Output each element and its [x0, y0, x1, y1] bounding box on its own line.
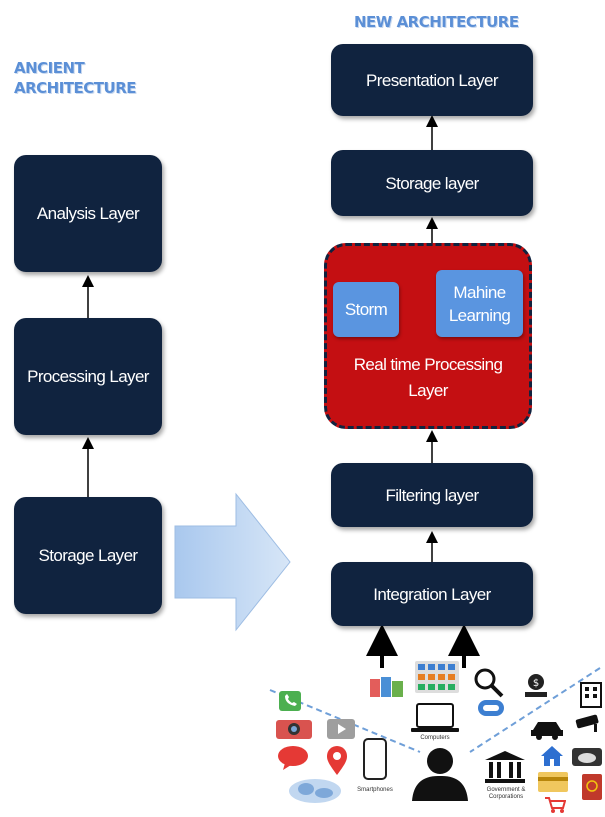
layer-label: Presentation Layer	[366, 70, 499, 90]
layer-label: Analysis Layer	[36, 204, 140, 223]
world-map-icon	[289, 779, 341, 803]
camera-icon	[276, 720, 312, 739]
svg-text:$: $	[533, 678, 539, 689]
storm-label: Storm	[344, 300, 388, 319]
ancient-storage-layer: Storage Layer	[14, 497, 162, 614]
government-caption-line1: Government &	[486, 787, 526, 793]
smartphone-icon	[363, 738, 387, 780]
machine-learning-box: Mahine Learning	[436, 270, 523, 337]
bank-icon	[485, 751, 525, 783]
realtime-label-line1: Real time Processing	[353, 355, 503, 374]
storm-box: Storm	[333, 282, 399, 337]
heading-line: ANCIENT	[14, 59, 85, 77]
chat-bubble-icon	[278, 746, 308, 770]
shopping-cart-icon	[545, 797, 566, 813]
passport-icon	[582, 774, 602, 800]
layer-label: Filtering layer	[385, 485, 479, 505]
heading-line: ARCHITECTURE	[14, 79, 137, 97]
cctv-camera-icon	[575, 714, 599, 732]
big-transition-arrow	[174, 492, 291, 632]
ml-label-line2: Learning	[448, 305, 511, 325]
cloud-icon	[572, 748, 602, 766]
car-icon	[531, 722, 563, 740]
realtime-label-line2: Layer	[408, 381, 448, 400]
phone-icon	[279, 691, 301, 711]
apps-grid-icon	[415, 661, 459, 693]
laptop-icon	[411, 703, 459, 732]
government-caption: Government & Corporations	[478, 787, 534, 801]
layer-label: Processing Layer	[27, 367, 149, 386]
person-silhouette-icon	[412, 748, 468, 801]
ml-label-line1: Mahine	[453, 282, 506, 302]
ancient-architecture-heading: ANCIENT ARCHITECTURE	[14, 58, 137, 98]
presentation-layer: Presentation Layer	[331, 44, 533, 116]
layer-label: Integration Layer	[373, 584, 491, 604]
building-icon	[580, 682, 602, 708]
books-icon	[370, 677, 403, 697]
new-architecture-heading: NEW ARCHITECTURE	[354, 13, 519, 31]
storage-layer: Storage layer	[331, 150, 533, 216]
search-icon	[474, 668, 504, 698]
realtime-label: Real time Processing Layer	[327, 352, 529, 404]
credit-card-icon	[538, 772, 568, 792]
layer-label: Storage layer	[385, 173, 479, 193]
ancient-processing-layer: Processing Layer	[14, 318, 162, 435]
smartphones-caption: Smartphones	[357, 787, 393, 793]
government-caption-line2: Corporations	[488, 794, 524, 800]
home-icon	[541, 746, 563, 766]
computers-caption: Computers	[420, 735, 450, 741]
realtime-processing-layer: Storm Mahine Learning Real time Processi…	[324, 243, 532, 429]
money-hand-icon: $	[525, 674, 547, 697]
layer-label: Storage Layer	[38, 546, 139, 565]
dashed-line-right	[469, 667, 601, 753]
toggle-icon	[478, 700, 504, 716]
video-play-icon	[327, 719, 355, 739]
integration-layer: Integration Layer	[331, 562, 533, 626]
ancient-analysis-layer: Analysis Layer	[14, 155, 162, 272]
filtering-layer: Filtering layer	[331, 463, 533, 527]
map-pin-icon	[327, 746, 347, 775]
